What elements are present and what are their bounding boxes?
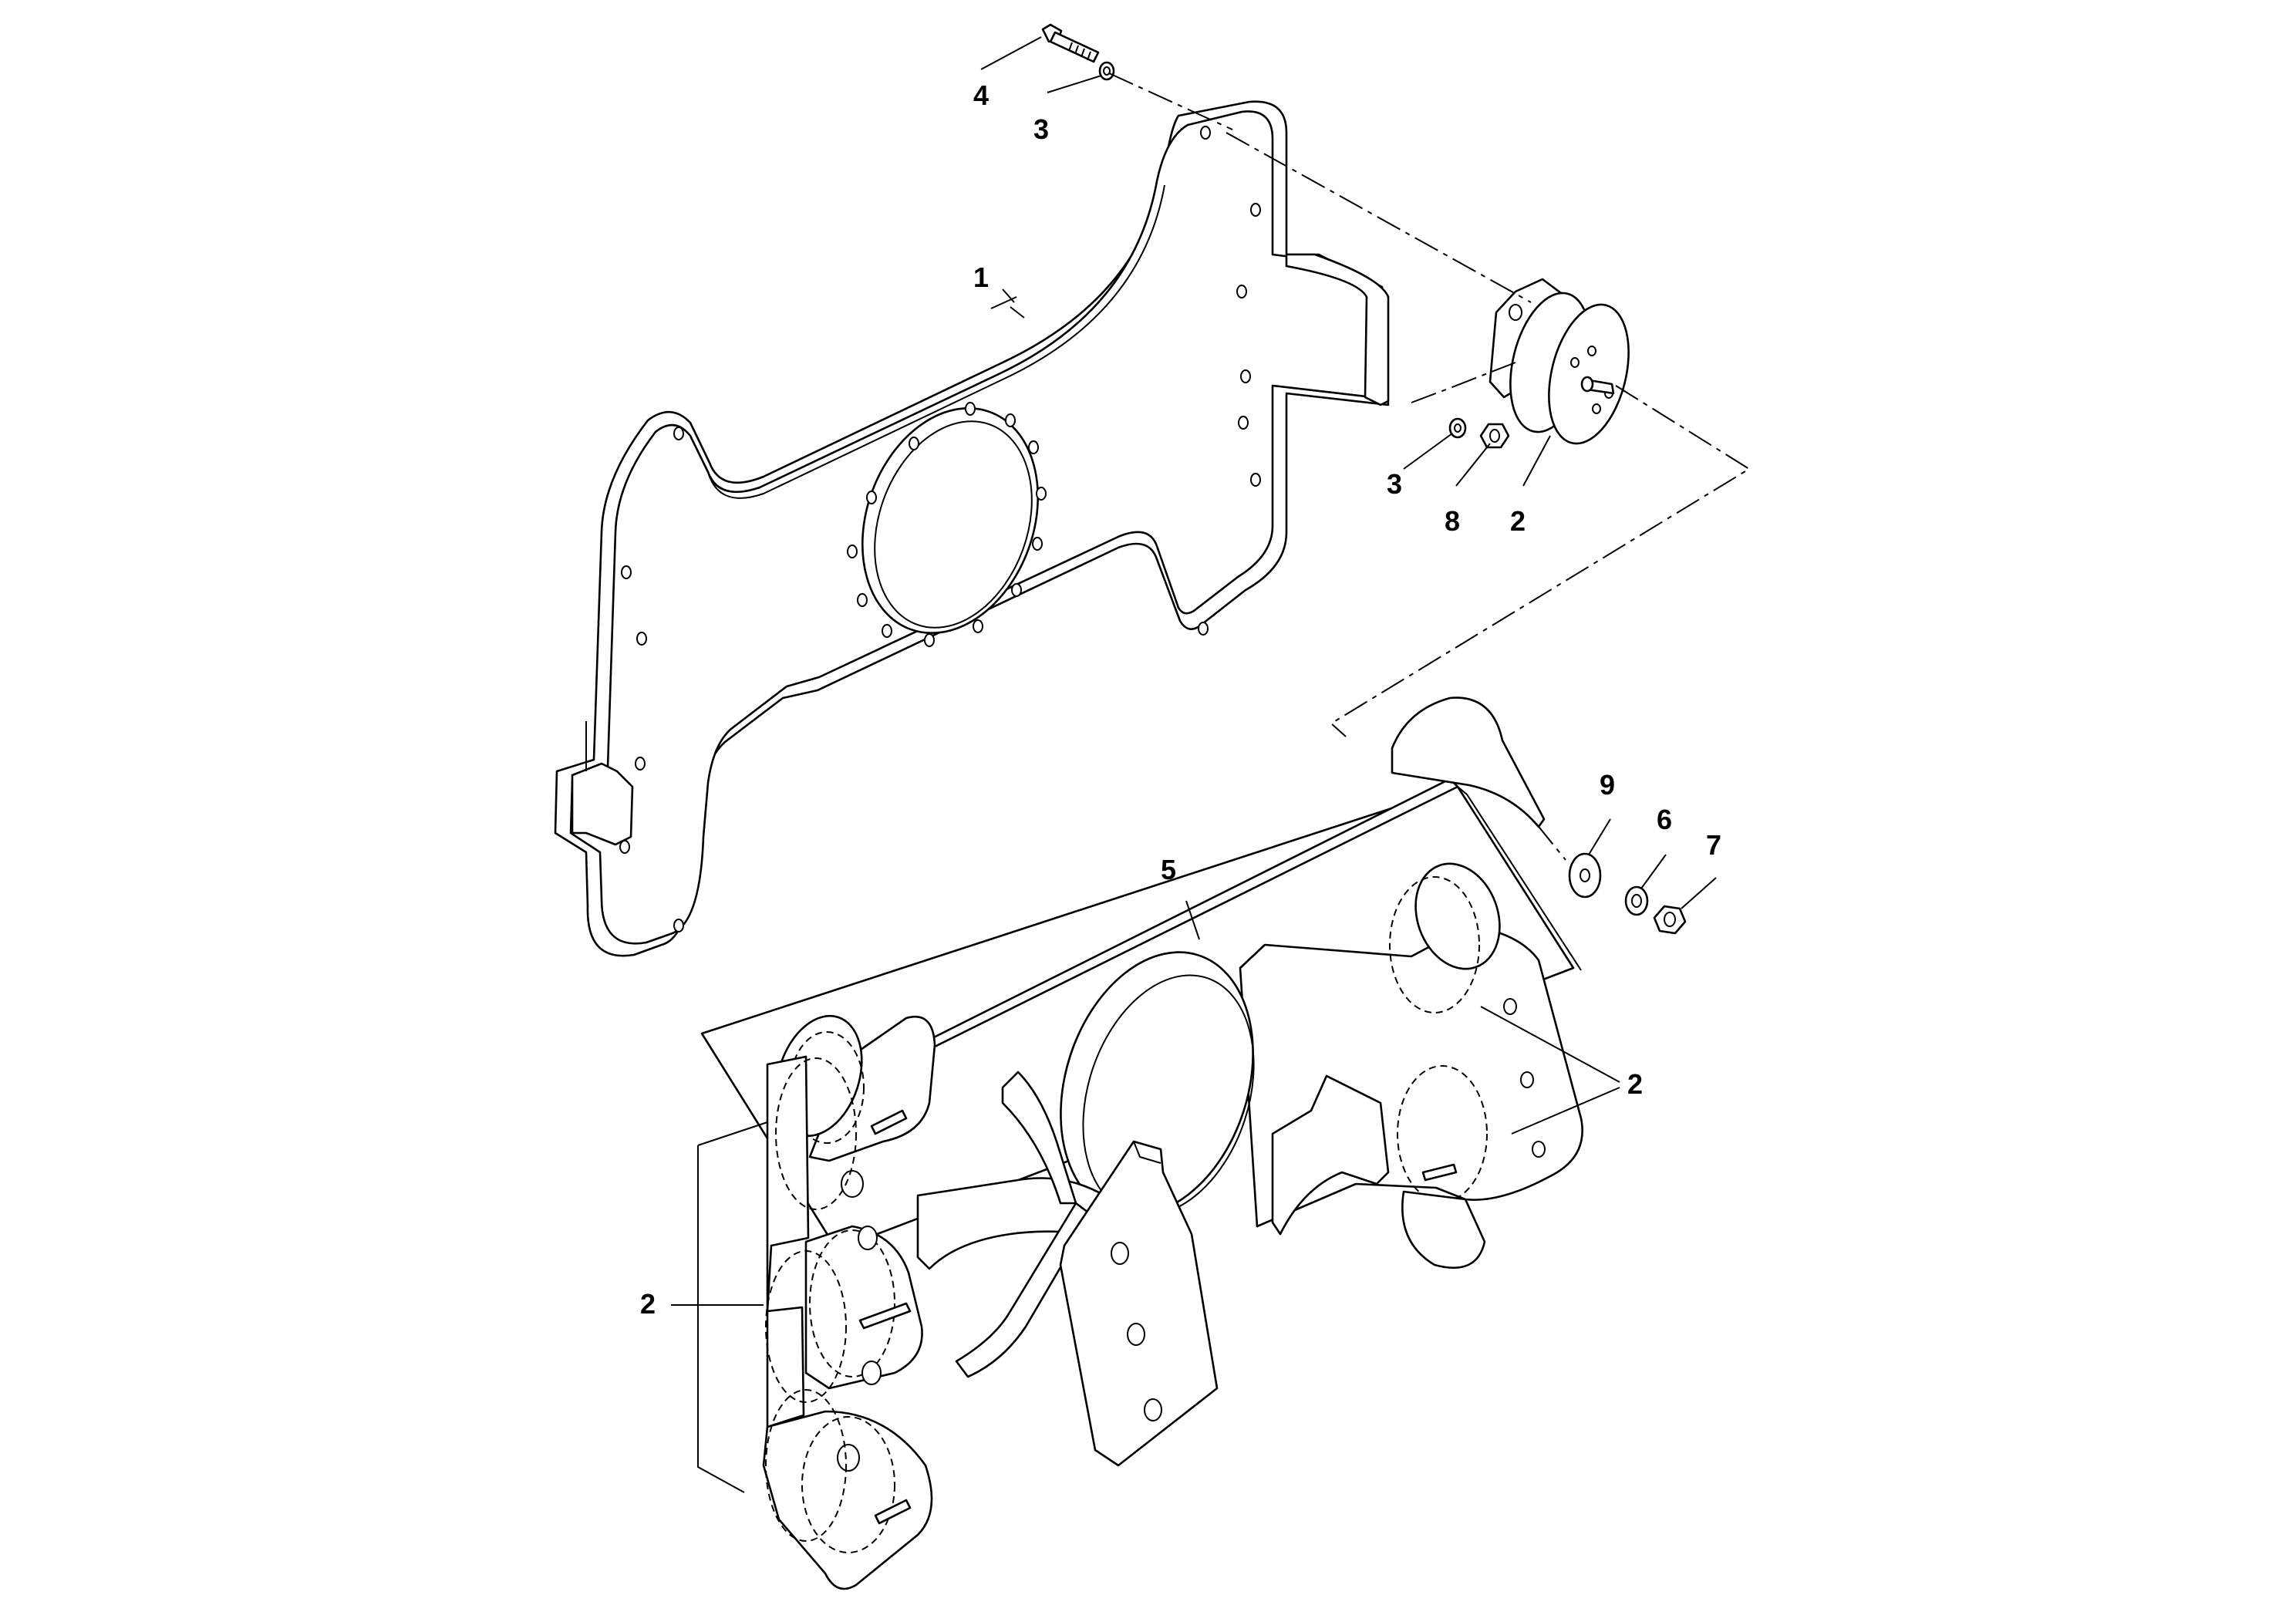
callout-part-8: 8 [1445,505,1460,537]
callout-part-1: 1 [973,261,989,293]
nut-part-7 [1653,905,1687,935]
callout-part-6: 6 [1657,804,1672,835]
callout-part-9: 9 [1600,769,1615,801]
bolt-hole-pattern [847,402,1047,647]
lower-frame-part-5 [697,696,1583,1590]
callout-part-3-top: 3 [1033,113,1049,145]
washer-part-3-lower [1448,417,1467,439]
callout-part-7: 7 [1706,829,1721,861]
callout-part-2-mount: 2 [1510,505,1526,537]
assembly-centre-lines [1108,73,1751,861]
washer-part-3-top [1098,61,1115,81]
bolt-part-4 [1041,23,1100,63]
callout-part-2-left: 2 [640,1288,656,1320]
callout-part-2-right: 2 [1627,1068,1643,1100]
callout-part-4: 4 [973,79,989,111]
washer-part-9 [1568,852,1602,899]
rubber-mount-part-2 [1489,278,1630,445]
frame-plate-part-1 [554,100,1390,957]
nut-part-8 [1479,423,1510,449]
callout-part-3-lower: 3 [1387,468,1402,500]
washer-part-6 [1624,885,1649,916]
callout-labels: 1 4 3 3 8 2 5 9 6 7 2 2 [640,79,1721,1320]
leader-lines [671,36,1717,1306]
callout-part-5: 5 [1161,854,1176,885]
